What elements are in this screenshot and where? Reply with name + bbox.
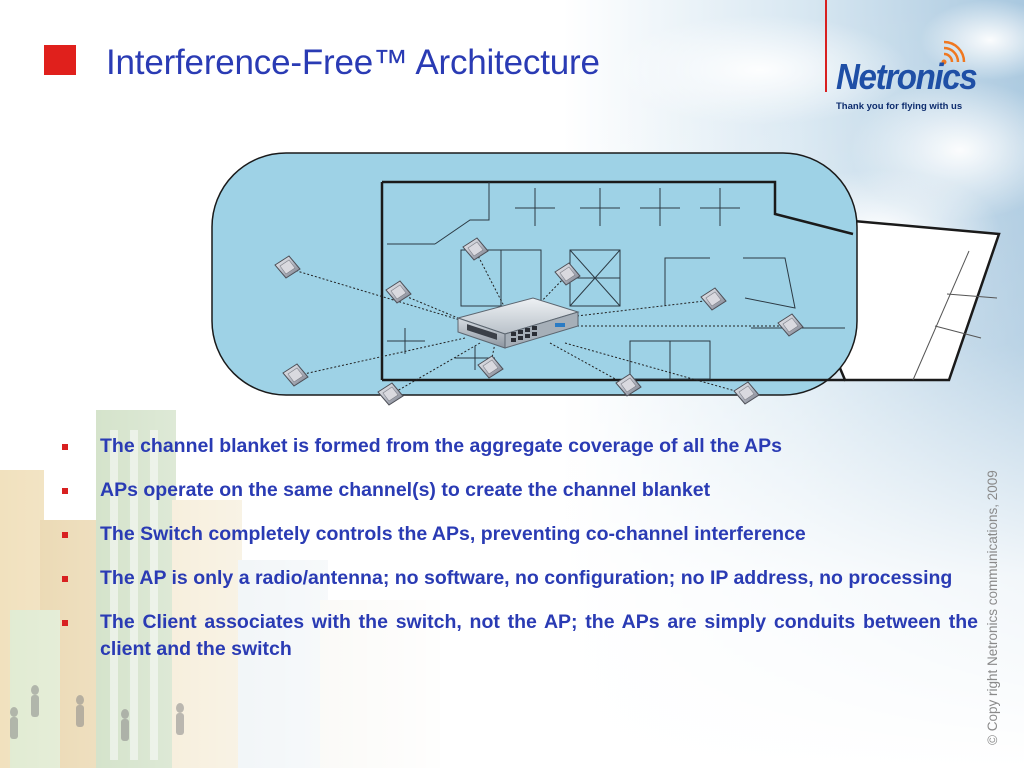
bullet-item: The Switch completely controls the APs, … bbox=[62, 521, 978, 548]
bullet-marker bbox=[62, 444, 68, 450]
bullet-text: The AP is only a radio/antenna; no softw… bbox=[100, 567, 953, 589]
bullet-marker bbox=[62, 488, 68, 494]
slide-title: Interference-Free™ Architecture bbox=[106, 43, 600, 82]
bullet-text: The channel blanket is formed from the a… bbox=[100, 435, 782, 457]
title-accent-square bbox=[44, 45, 76, 75]
wireless-waves-icon bbox=[941, 40, 966, 65]
bullet-item: The channel blanket is formed from the a… bbox=[62, 433, 978, 460]
netronics-logo: Netronics Thank you for flying with us bbox=[822, 0, 1012, 120]
bullet-list: The channel blanket is formed from the a… bbox=[62, 433, 978, 680]
logo-brand-name: Netronics bbox=[836, 56, 978, 97]
channel-blanket-coverage bbox=[211, 152, 858, 396]
bullet-marker bbox=[62, 576, 68, 582]
bullet-text: The Switch completely controls the APs, … bbox=[100, 523, 806, 545]
network-diagram bbox=[211, 152, 1001, 406]
bullet-text: APs operate on the same channel(s) to cr… bbox=[100, 479, 711, 501]
bullet-text: The Client associates with the switch, n… bbox=[100, 611, 978, 660]
bullet-marker bbox=[62, 532, 68, 538]
bullet-item: The Client associates with the switch, n… bbox=[62, 609, 978, 663]
network-switch-icon bbox=[456, 297, 580, 349]
copyright-notice: © Copy right Netronics communications, 2… bbox=[985, 470, 1000, 745]
bullet-marker bbox=[62, 620, 68, 626]
bullet-item: The AP is only a radio/antenna; no softw… bbox=[62, 565, 978, 592]
floor-plan bbox=[380, 180, 854, 382]
logo-divider bbox=[825, 0, 827, 92]
logo-tagline: Thank you for flying with us bbox=[836, 101, 963, 112]
bullet-item: APs operate on the same channel(s) to cr… bbox=[62, 477, 978, 504]
